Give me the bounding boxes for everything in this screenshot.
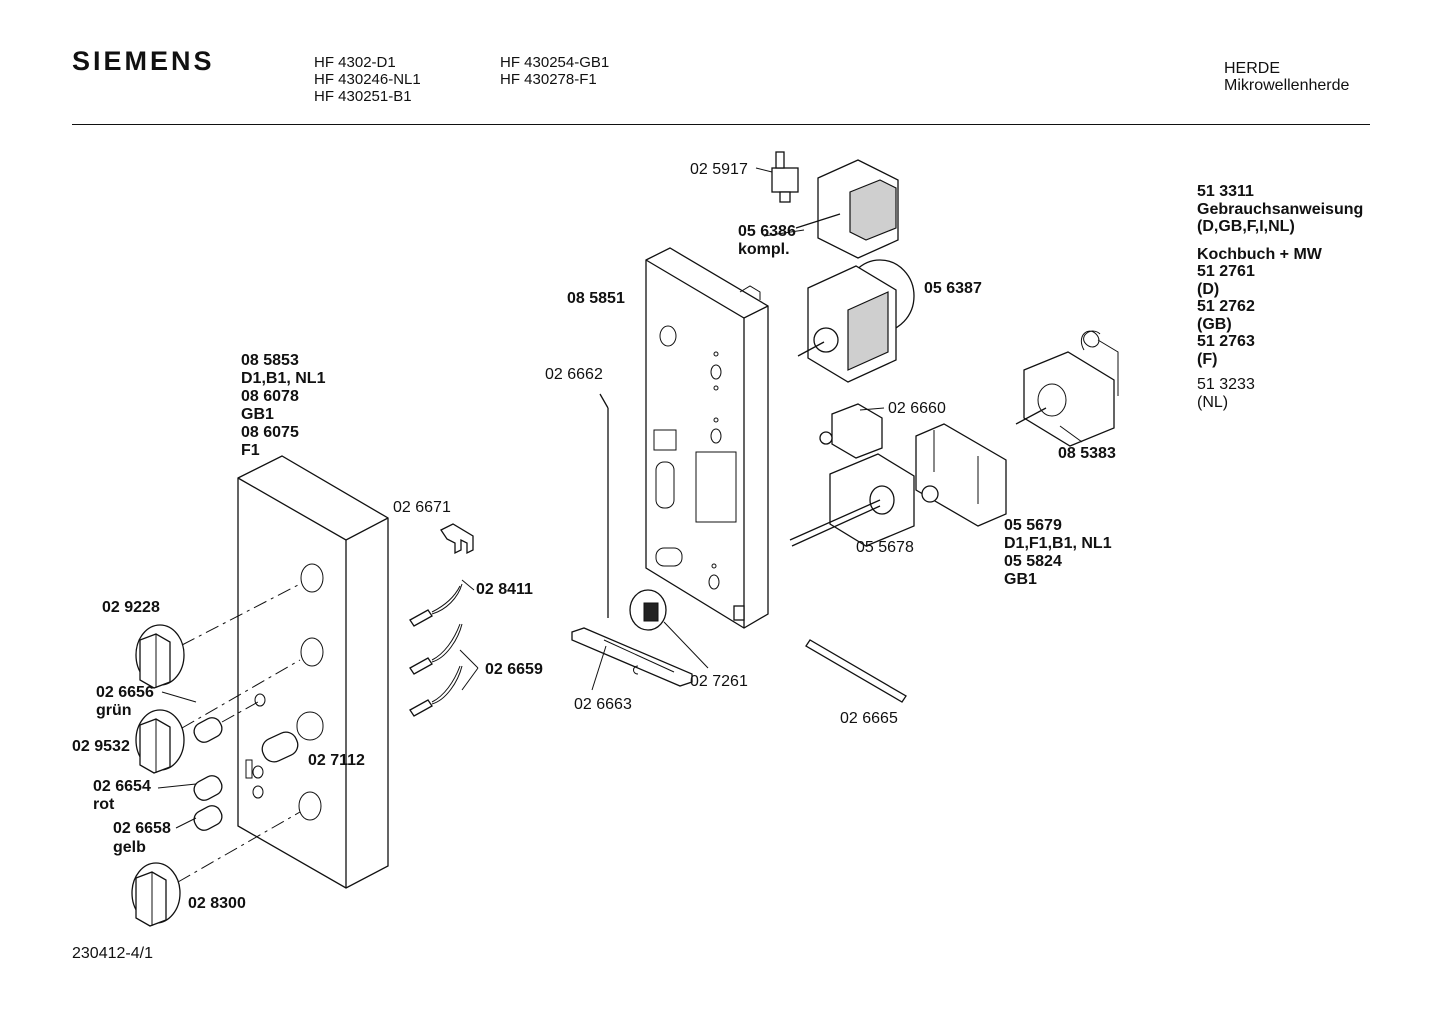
clip-026671 xyxy=(440,523,474,555)
lamp-028411 xyxy=(409,583,463,627)
brand-logo: SIEMENS xyxy=(72,46,215,76)
manual-languages: (D,GB,F,I,NL) xyxy=(1197,218,1295,235)
part-label: 05 6387 xyxy=(924,280,982,297)
part-label: 08 6078 xyxy=(241,388,299,405)
part-label: 05 5678 xyxy=(856,539,914,556)
part-label: gelb xyxy=(113,839,146,856)
lens-026654 xyxy=(193,775,223,801)
part-label: 08 5853 xyxy=(241,352,299,369)
cookbook-language: (D) xyxy=(1197,280,1220,298)
strip-026663 xyxy=(571,627,693,687)
part-label: 02 9228 xyxy=(102,599,160,616)
part-label: 02 6656 xyxy=(96,684,154,701)
knob-029532 xyxy=(135,709,185,774)
switch-variants: 05 5679 D1,F1,B1, NL1 05 5824 GB1 xyxy=(1004,517,1112,589)
front-panel xyxy=(237,455,389,889)
manual-number: 51 3311 xyxy=(1197,183,1254,200)
switch-055678 xyxy=(789,453,915,547)
rod-026665 xyxy=(805,639,907,703)
part-label: rot xyxy=(93,796,115,813)
control-frame-085851 xyxy=(645,247,769,629)
variant-label: GB1 xyxy=(241,406,274,423)
cookbook-number: 51 2761 xyxy=(1197,263,1255,280)
regulator-085383 xyxy=(1015,330,1119,447)
part-label: 02 6654 xyxy=(93,778,151,795)
cookbook-number: 51 2763 xyxy=(1197,333,1255,350)
part-label: 08 5851 xyxy=(567,290,625,307)
part-label: 02 9532 xyxy=(72,738,130,755)
model-number: HF 430278-F1 xyxy=(500,71,597,88)
category-subtitle: Mikrowellenherde xyxy=(1224,77,1350,94)
cookbook-language: (NL) xyxy=(1197,393,1229,411)
part-label: 05 6386 xyxy=(738,223,796,240)
category-block: HERDE Mikrowellenherde xyxy=(1224,60,1349,94)
panel-variants: 08 5853 D1,B1, NL1 08 6078 GB1 08 6075 F… xyxy=(241,352,325,460)
variant-label: GB1 xyxy=(1004,571,1037,588)
part-label: 02 8300 xyxy=(188,895,246,912)
bracket-026662 xyxy=(599,393,609,618)
part-label: 02 5917 xyxy=(690,161,748,178)
variant-label: D1,B1, NL1 xyxy=(241,370,326,387)
microswitch-025917 xyxy=(771,151,799,203)
timer-motor-056387 xyxy=(797,259,915,383)
knob-028300 xyxy=(131,862,181,927)
model-number: HF 430254-GB1 xyxy=(500,54,610,71)
thermostat-026660 xyxy=(819,403,883,459)
manual-title: Gebrauchsanweisung xyxy=(1197,200,1364,218)
part-label: grün xyxy=(96,702,132,719)
model-number: HF 430246-NL1 xyxy=(314,71,421,88)
category-title: HERDE xyxy=(1224,60,1281,77)
lens-026658 xyxy=(193,805,223,831)
transformer-056386 xyxy=(795,159,899,259)
header-divider xyxy=(72,124,1370,125)
part-label: 02 6671 xyxy=(393,499,451,516)
variant-label: F1 xyxy=(241,442,260,459)
pushbutton-027112 xyxy=(261,731,299,763)
switch-027261 xyxy=(629,589,667,631)
part-label: 05 5679 xyxy=(1004,517,1062,534)
model-number: HF 4302-D1 xyxy=(314,54,396,71)
part-label: 05 5824 xyxy=(1004,553,1062,570)
model-list-1: HF 4302-D1 HF 430246-NL1 HF 430251-B1 xyxy=(314,54,421,105)
switch-block-055679 xyxy=(915,423,1007,527)
cookbook-title: Kochbuch + MW xyxy=(1197,245,1322,263)
part-label: 02 7112 xyxy=(308,752,365,769)
part-label: kompl. xyxy=(738,241,790,258)
lamp-026659a xyxy=(409,623,463,675)
model-number: HF 430251-B1 xyxy=(314,88,412,105)
drawing-number: 230412-4/1 xyxy=(72,945,153,962)
part-label: 02 6663 xyxy=(574,696,632,713)
part-label: 02 7261 xyxy=(690,673,748,690)
cookbook-number: 51 2762 xyxy=(1197,298,1255,315)
part-label: 02 8411 xyxy=(476,581,533,598)
part-label: 02 6662 xyxy=(545,366,603,383)
documentation-list: 51 3311 Gebrauchsanweisung (D,GB,F,I,NL)… xyxy=(1197,183,1363,411)
part-label: 02 6658 xyxy=(113,820,171,837)
knob-029228 xyxy=(135,624,185,689)
part-label: 08 6075 xyxy=(241,424,299,441)
part-label: 02 6659 xyxy=(485,661,543,678)
cookbook-number: 51 3233 xyxy=(1197,376,1255,393)
cookbook-language: (F) xyxy=(1197,350,1218,368)
lens-026656 xyxy=(193,717,223,743)
model-list-2: HF 430254-GB1 HF 430278-F1 xyxy=(500,54,609,88)
part-label: 02 6665 xyxy=(840,710,898,727)
part-label: 08 5383 xyxy=(1058,445,1116,462)
part-label: 02 6660 xyxy=(888,400,946,417)
cookbook-language: (GB) xyxy=(1197,315,1232,333)
variant-label: D1,F1,B1, NL1 xyxy=(1004,535,1112,552)
lamp-026659b xyxy=(409,665,463,717)
